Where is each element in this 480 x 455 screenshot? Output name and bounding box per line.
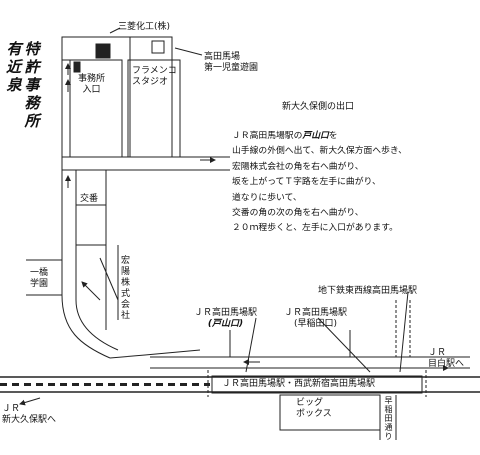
directions-line-6: 交番の角の次の角を右へ曲がり、 (232, 208, 364, 219)
label-entrance: 事務所 入口 (78, 74, 106, 95)
mitsubishi-building (95, 43, 111, 59)
building-block-top (61, 36, 173, 158)
directions-line-2: 山手線の外側へ出て、新大久保方面へ歩き、 (232, 146, 407, 157)
label-flamenco-studio: フラメンコ スタジオ (132, 66, 177, 87)
directions-line-4: 坂を上がってＴ字路を左手に曲がり、 (232, 177, 381, 188)
label-jr-mejiro: ＪＲ 目白駅へ (428, 348, 465, 369)
label-big-box: ビッグ ボックス (296, 398, 332, 419)
label-soyo-company: 宏陽株式会社 (120, 256, 130, 321)
label-koban: 交番 (80, 194, 99, 204)
label-station-bar: ＪＲ高田馬場駅・西武新宿高田馬場駅 (222, 379, 376, 389)
label-jr-shinokubo: ＪＲ 新大久保駅へ (2, 404, 57, 425)
station-bar (211, 375, 423, 394)
directions-line-5: 道なりに歩いて、 (232, 192, 302, 203)
label-tozai-station: 地下鉄東西線高田馬場駅 (318, 286, 418, 296)
label-exit-title: 新大久保側の出口 (282, 102, 355, 112)
label-park: 高田馬場 第一児童遊園 (204, 52, 259, 73)
label-mitsubishi: 三菱化工(株) (118, 22, 171, 32)
label-hitotsubashi-gakuen: 一橋 学園 (30, 268, 49, 289)
label-jr-waseda-exit: ＪＲ高田馬場駅 (早稲田口) (284, 308, 348, 329)
shinokubo-arrow (19, 397, 41, 406)
koban-block (75, 169, 107, 206)
office-name-line2: 特許事務所 (24, 40, 40, 130)
label-jr-toyama-exit: ＪＲ高田馬場駅 (戸山口) (194, 308, 258, 329)
directions: ＪＲ高田馬場駅の戸山口を 山手線の外側へ出て、新大久保方面へ歩き、 宏陽株式会社… (232, 129, 407, 237)
label-waseda-street: 早稲田通り (384, 396, 393, 441)
directions-line-1: ＪＲ高田馬場駅の戸山口を (232, 131, 338, 141)
office-name-line1: 有近・泉 (6, 40, 37, 94)
directions-line-3: 宏陽株式会社の角を右へ曲がり、 (232, 161, 364, 172)
directions-line-7: ２０ｍ程歩くと、左手に入口があります。 (232, 223, 398, 234)
route-arrow-slope (81, 281, 101, 301)
